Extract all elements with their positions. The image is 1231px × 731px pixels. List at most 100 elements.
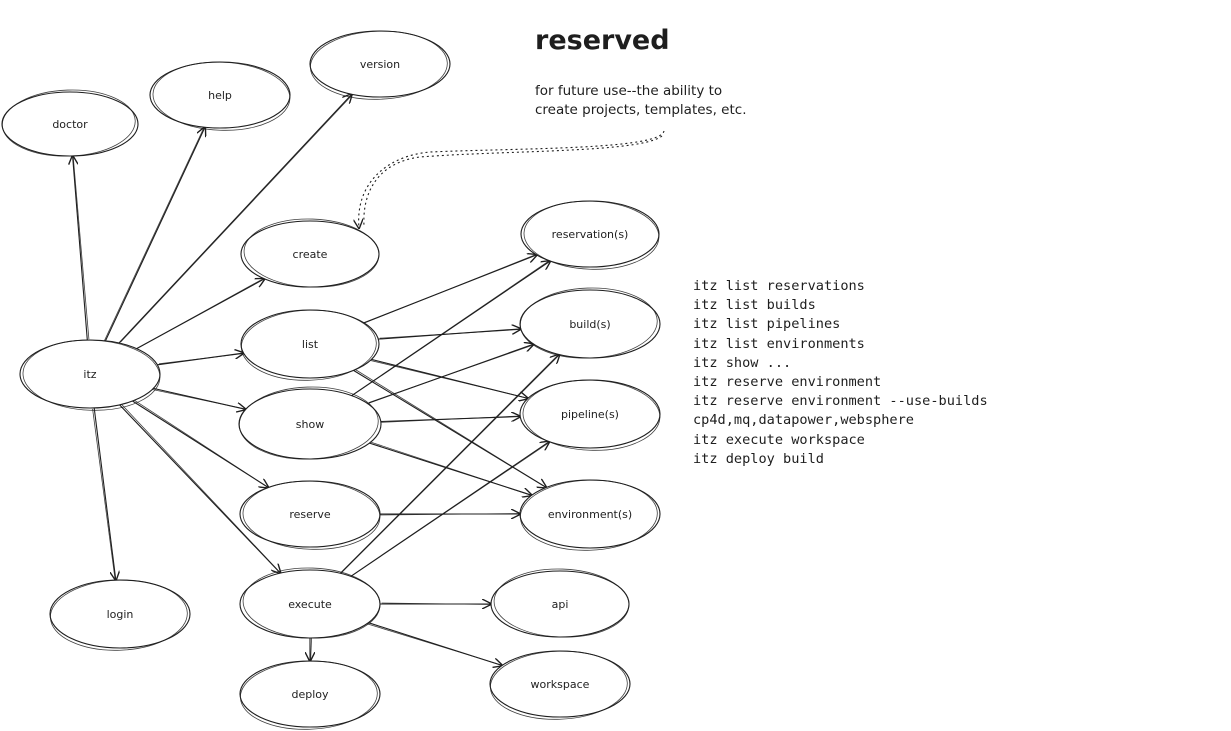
node-workspace-fill <box>490 651 630 717</box>
node-deploy-fill <box>240 661 380 727</box>
node-execute-outline-sketch <box>242 567 381 639</box>
command-line: itz reserve environment <box>693 374 881 390</box>
annotation-connector <box>359 130 665 228</box>
dotted-arrow-to-create <box>359 130 665 228</box>
edge-itz-to-reserve-sketch <box>133 399 270 489</box>
node-itz-fill <box>20 340 160 408</box>
node-reservations-outline-sketch <box>523 200 660 270</box>
node-reserve-fill <box>240 481 380 547</box>
node-doctor-outline-sketch <box>1 89 136 157</box>
node-workspace: workspace <box>489 650 631 720</box>
node-login-fill <box>50 580 190 648</box>
edge-itz-to-show-sketch <box>151 389 245 410</box>
node-show-label: show <box>296 418 324 431</box>
node-itz-outline-sketch <box>22 339 161 411</box>
node-show-fill <box>239 389 381 459</box>
node-execute-fill <box>240 570 380 638</box>
edge-show-to-environments-sketch <box>370 441 533 497</box>
command-line: itz reserve environment --use-builds <box>693 393 988 409</box>
edge-itz-to-execute <box>119 404 281 573</box>
edge-itz-to-list-sketch <box>158 353 245 365</box>
command-line: itz list builds <box>693 297 816 313</box>
command-list: itz list reservations itz list builds it… <box>693 278 988 467</box>
node-version-label: version <box>360 58 400 71</box>
node-help-outline-sketch <box>152 61 291 131</box>
node-doctor: doctor <box>1 89 139 157</box>
node-list: list <box>240 309 380 381</box>
edges-layer <box>73 94 560 665</box>
edge-execute-to-workspace-sketch <box>366 623 502 666</box>
node-list-label: list <box>302 338 319 351</box>
edge-reserve-to-environments-sketch <box>378 513 520 516</box>
node-itz-label: itz <box>83 368 96 381</box>
node-environments-outline-sketch <box>519 479 658 551</box>
note-line-2: create projects, templates, etc. <box>535 102 747 118</box>
node-deploy-label: deploy <box>291 688 329 701</box>
command-line: itz list reservations <box>693 278 865 294</box>
edge-itz-to-version <box>118 94 352 344</box>
node-pipelines-label: pipeline(s) <box>561 408 619 421</box>
node-workspace-label: workspace <box>531 678 590 691</box>
node-builds-outline-sketch <box>519 287 658 359</box>
edge-list-to-reservations-sketch <box>362 254 537 325</box>
node-login: login <box>49 579 191 651</box>
command-line: cp4d,mq,datapower,websphere <box>693 412 914 428</box>
node-deploy: deploy <box>239 660 381 730</box>
command-line: itz execute workspace <box>693 432 865 448</box>
note-line-1: for future use--the ability to <box>535 83 722 99</box>
node-environments-fill <box>520 480 660 548</box>
node-login-outline-sketch <box>49 579 188 651</box>
node-create-fill <box>241 221 379 287</box>
node-help: help <box>149 61 291 131</box>
edge-itz-to-help-sketch <box>103 126 205 342</box>
edge-itz-to-execute-sketch <box>120 403 282 574</box>
node-api: api <box>490 568 630 638</box>
node-reservations: reservation(s) <box>520 200 660 270</box>
node-execute: execute <box>239 567 381 639</box>
node-reserve-label: reserve <box>289 508 331 521</box>
node-api-fill <box>491 571 629 637</box>
reserved-note: reserved for future use--the ability to … <box>535 25 747 118</box>
node-reservations-label: reservation(s) <box>552 228 629 241</box>
node-list-fill <box>241 310 379 378</box>
node-reserve: reserve <box>239 480 381 550</box>
node-help-fill <box>150 62 290 128</box>
node-doctor-fill <box>2 92 138 156</box>
node-environments: environment(s) <box>519 479 661 551</box>
edge-itz-to-login-sketch <box>92 408 116 580</box>
node-create: create <box>240 218 380 288</box>
node-api-label: api <box>552 598 569 611</box>
edge-itz-to-login <box>93 407 116 580</box>
node-execute-label: execute <box>288 598 332 611</box>
node-pipelines-outline-sketch <box>522 379 661 451</box>
edge-show-to-builds-sketch <box>368 344 535 403</box>
node-version-outline-sketch <box>309 30 448 100</box>
command-line: itz list environments <box>693 336 865 352</box>
edge-execute-to-builds <box>340 355 560 574</box>
node-reserve-outline-sketch <box>242 480 381 550</box>
node-version-fill <box>310 31 450 97</box>
edge-itz-to-version-sketch <box>120 94 353 343</box>
node-login-label: login <box>107 608 134 621</box>
node-builds-label: build(s) <box>569 318 610 331</box>
node-builds: build(s) <box>519 287 661 359</box>
node-list-outline-sketch <box>240 309 377 381</box>
command-line: itz show ... <box>693 355 791 371</box>
note-title: reserved <box>535 25 670 56</box>
edge-show-to-reservations-sketch <box>349 260 550 397</box>
edge-show-to-pipelines-sketch <box>379 415 520 423</box>
command-line: itz list pipelines <box>693 316 840 332</box>
edge-list-to-builds-sketch <box>379 329 522 339</box>
node-api-outline-sketch <box>493 568 630 638</box>
node-doctor-label: doctor <box>52 118 88 131</box>
node-deploy-outline-sketch <box>239 660 378 730</box>
edge-execute-to-pipelines-sketch <box>352 441 551 576</box>
node-pipelines: pipeline(s) <box>519 379 661 451</box>
node-itz: itz <box>19 339 161 411</box>
edge-itz-to-create-sketch <box>134 277 265 350</box>
edge-execute-to-deploy-sketch <box>310 636 312 662</box>
node-builds-fill <box>520 290 660 358</box>
node-workspace-outline-sketch <box>489 650 628 720</box>
